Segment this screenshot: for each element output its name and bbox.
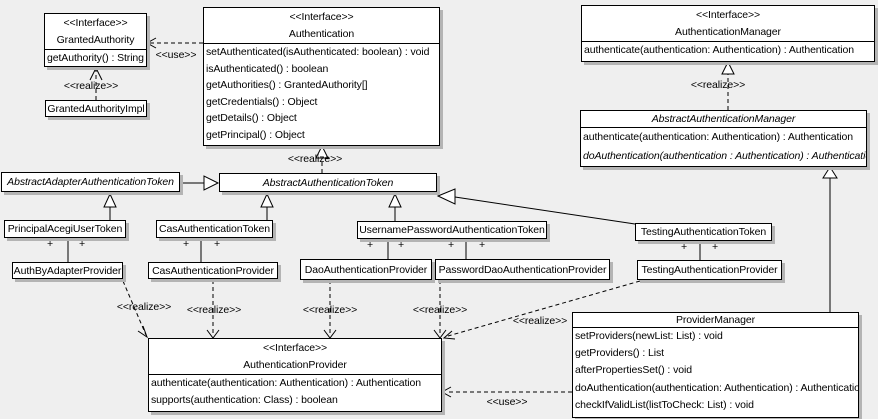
- realize-label-casprovider: <<realize>>: [186, 304, 242, 316]
- class-abstract-authentication-manager: AbstractAuthenticationManager authentica…: [580, 110, 867, 167]
- class-username-password-authentication-token: UsernamePasswordAuthenticationToken: [357, 221, 547, 239]
- method-label: getAuthority() : String: [47, 52, 144, 64]
- class-name: TestingAuthenticationToken: [640, 226, 767, 238]
- class-name: AbstractAuthenticationToken: [262, 176, 394, 189]
- association-plus-label: +: [213, 238, 221, 250]
- class-name: ProviderManager: [675, 314, 756, 326]
- method-label: authenticate(authentication: Authenticat…: [583, 131, 854, 143]
- realize-label-grantedauthority: <<realize>>: [63, 80, 119, 92]
- class-name: PrincipalAcegiUserToken: [7, 223, 123, 235]
- method-label: authenticate(authentication: Authenticat…: [151, 377, 422, 389]
- class-name: GrantedAuthority: [56, 34, 135, 46]
- method-label: getProviders() : List: [575, 347, 664, 360]
- realize-label-passworddao: <<realize>>: [412, 304, 468, 316]
- class-name: AuthenticationManager: [675, 26, 781, 38]
- method-label-abstract: doAuthentication(authentication : Authen…: [583, 149, 866, 162]
- use-label-providermanager: <<use>>: [486, 396, 528, 408]
- stereotype-label: <<Interface>>: [63, 17, 128, 29]
- class-name: TestingAuthenticationProvider: [641, 264, 778, 276]
- class-authentication: <<Interface>> Authentication setAuthenti…: [203, 7, 440, 146]
- class-name: Authentication: [288, 28, 355, 40]
- class-name: GrantedAuthorityImpl: [47, 102, 145, 115]
- class-cas-authentication-provider: CasAuthenticationProvider: [148, 262, 278, 279]
- realize-line-authbyadapter-authprovider: [122, 280, 147, 336]
- class-granted-authority-impl: GrantedAuthorityImpl: [45, 100, 147, 117]
- method-label: getPrincipal() : Object: [206, 128, 305, 141]
- use-label-grantedauthority: <<use>>: [155, 49, 197, 61]
- stereotype-label: <<Interface>>: [289, 11, 354, 23]
- gen-triangle-abstractadapter: [103, 192, 117, 208]
- realize-triangle-authentication: [315, 144, 329, 159]
- class-name: AbstractAdapterAuthenticationToken: [7, 176, 174, 188]
- method-label: isAuthenticated() : boolean: [206, 62, 329, 75]
- association-plus-label: +: [447, 239, 455, 251]
- realize-label-testingprovider: <<realize>>: [512, 315, 568, 327]
- class-name: AuthenticationProvider: [243, 359, 347, 371]
- method-label: checkIfValidList(listToCheck: List) : vo…: [575, 398, 754, 411]
- method-label: setProviders(newList: List) : void: [575, 330, 723, 342]
- gen-triangle-abstracttoken-west: [203, 175, 220, 191]
- class-provider-manager: ProviderManager setProviders(newList: Li…: [572, 312, 859, 418]
- stereotype-label: <<Interface>>: [262, 342, 328, 354]
- class-name: UsernamePasswordAuthenticationToken: [359, 224, 545, 236]
- use-arrowhead-authprovider: [440, 386, 452, 398]
- class-name: CasAuthenticationToken: [158, 223, 271, 235]
- association-plus-label: +: [711, 241, 719, 253]
- method-label: authenticate(authentication: Authenticat…: [584, 44, 855, 56]
- class-principal-acegi-user-token: PrincipalAcegiUserToken: [4, 220, 126, 238]
- method-label: getCredentials() : Object: [206, 95, 318, 108]
- method-label: getAuthorities() : GrantedAuthority[]: [206, 79, 368, 91]
- method-label: setAuthenticated(isAuthenticated: boolea…: [206, 46, 430, 58]
- class-authentication-manager: <<Interface>> AuthenticationManager auth…: [581, 5, 875, 62]
- class-testing-authentication-token: TestingAuthenticationToken: [635, 223, 772, 241]
- class-name: DaoAuthenticationProvider: [304, 263, 428, 276]
- gen-triangle-abstractmanager: [822, 166, 838, 179]
- realize-arrowhead-authprovider-1: [137, 325, 148, 339]
- class-authentication-provider: <<Interface>> AuthenticationProvider aut…: [148, 338, 442, 412]
- stereotype-label: <<Interface>>: [695, 9, 761, 21]
- gen-triangle-abstracttoken-left: [260, 192, 274, 208]
- association-plus-label: +: [78, 238, 86, 250]
- realize-arrowhead-authprovider-5: [442, 330, 456, 340]
- association-plus-label: +: [680, 241, 688, 253]
- realize-label-authbyadapter: <<realize>>: [116, 301, 172, 313]
- method-label: afterPropertiesSet() : void: [575, 364, 692, 377]
- class-password-dao-authentication-provider: PasswordDaoAuthenticationProvider: [435, 259, 610, 280]
- gen-line-testing-to-abstracttoken: [454, 196, 636, 225]
- use-arrowhead-grantedauthority: [145, 37, 157, 49]
- class-dao-authentication-provider: DaoAuthenticationProvider: [300, 259, 432, 280]
- realize-label-authentication: <<realize>>: [287, 153, 343, 165]
- gen-triangle-abstracttoken-mid: [388, 192, 402, 208]
- gen-triangle-abstracttoken-right: [436, 188, 456, 205]
- class-name: AuthByAdapterProvider: [13, 264, 122, 277]
- realize-label-authmanager: <<realize>>: [690, 79, 746, 91]
- class-auth-by-adapter-provider: AuthByAdapterProvider: [12, 262, 123, 279]
- realize-arrowhead-grantedauthority: [89, 66, 103, 81]
- class-name: CasAuthenticationProvider: [152, 264, 274, 277]
- class-name: AbstractAuthenticationManager: [651, 113, 796, 125]
- association-plus-label: +: [366, 239, 374, 251]
- class-abstract-adapter-authentication-token: AbstractAdapterAuthenticationToken: [1, 172, 180, 192]
- class-abstract-authentication-token: AbstractAuthenticationToken: [219, 173, 437, 192]
- association-plus-label: +: [46, 238, 54, 250]
- association-plus-label: +: [397, 239, 405, 251]
- method-label: doAuthentication(authentication: Authent…: [575, 381, 858, 394]
- association-plus-label: +: [478, 239, 486, 251]
- class-cas-authentication-token: CasAuthenticationToken: [156, 220, 273, 238]
- realize-line-testingprovider-authprovider: [447, 280, 641, 337]
- class-testing-authentication-provider: TestingAuthenticationProvider: [637, 260, 782, 280]
- realize-label-daoprovider: <<realize>>: [302, 304, 358, 316]
- class-name: PasswordDaoAuthenticationProvider: [438, 263, 607, 276]
- class-granted-authority: <<Interface>> GrantedAuthority getAuthor…: [44, 13, 147, 67]
- realize-triangle-authmanager: [721, 60, 735, 75]
- association-plus-label: +: [182, 238, 190, 250]
- method-label: supports(authentication: Class) : boolea…: [151, 393, 338, 406]
- method-label: getDetails() : Object: [206, 112, 297, 124]
